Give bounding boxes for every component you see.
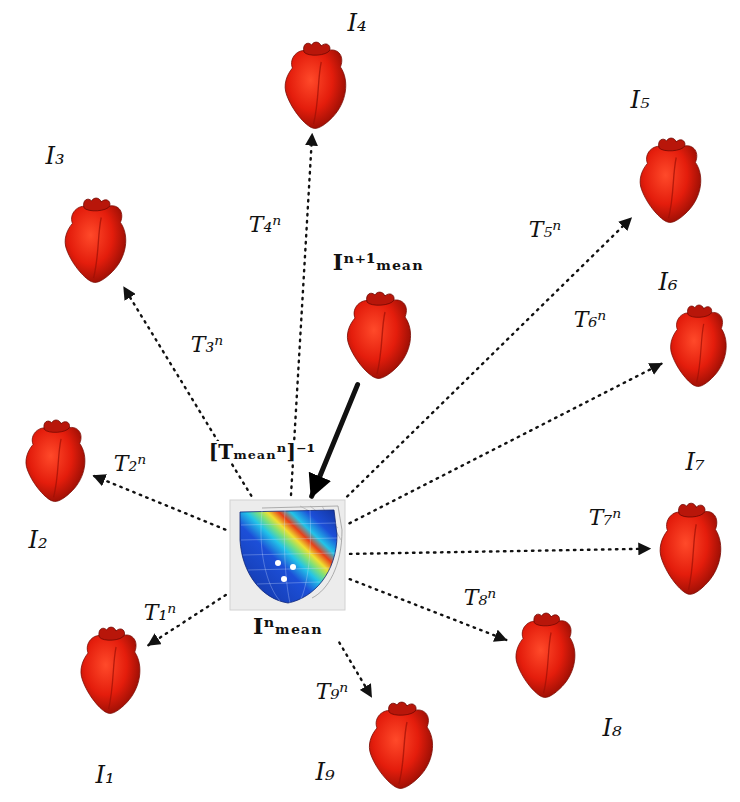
- heart-surface: [654, 501, 726, 596]
- heart-shape: [26, 422, 85, 501]
- transform-label: T₄ⁿ: [246, 213, 284, 237]
- heart-vessels: [388, 702, 416, 715]
- heart-vessels: [304, 42, 330, 55]
- heart-surface: [59, 196, 131, 284]
- heart-shape: [285, 45, 346, 128]
- heart-surface: [510, 611, 580, 699]
- heart-node: I₉: [363, 700, 438, 790]
- heart-surface: [634, 136, 706, 224]
- heart-node: I₅: [634, 136, 706, 224]
- heart-shape: [660, 506, 721, 594]
- image-label: I₁: [95, 762, 114, 788]
- image-label: Iⁿₘₑₐₙ: [230, 614, 345, 638]
- heart-shape: [347, 295, 410, 378]
- heart-surface: [341, 290, 416, 380]
- heart-shape: [369, 705, 432, 788]
- ventricle-mesh: [240, 510, 337, 603]
- heart-node: I₂: [20, 418, 90, 503]
- heart-node: I₈: [510, 611, 580, 699]
- transform-label: T₆ⁿ: [571, 308, 609, 332]
- heart-node: I₄: [279, 40, 351, 130]
- heart-node: I₇: [654, 501, 726, 596]
- heart-vessels: [659, 138, 685, 151]
- heart-groove: [669, 158, 677, 219]
- heart-groove: [54, 438, 61, 497]
- heart-groove: [689, 524, 697, 589]
- image-label: Iⁿ⁺¹ₘₑₐₙ: [333, 250, 423, 274]
- heart-groove: [399, 722, 407, 784]
- transform-label: [Tₘₑₐₙⁿ]⁻¹: [206, 441, 319, 463]
- heart-vessels: [534, 613, 560, 626]
- heart-node: I₁: [75, 625, 145, 715]
- landmark-dot: [290, 564, 296, 570]
- image-label: I₄: [347, 10, 366, 36]
- transform-arrow: [350, 579, 507, 640]
- image-label: I₇: [685, 449, 704, 475]
- heart-groove: [109, 647, 116, 709]
- image-label: I₈: [602, 715, 621, 741]
- heart-vessels: [84, 198, 110, 211]
- inverse-transform-arrow: [312, 385, 358, 497]
- heart-surface: [75, 625, 145, 715]
- image-label: I₃: [45, 143, 64, 169]
- heart-vessels: [688, 304, 712, 316]
- transform-label: T₉ⁿ: [313, 680, 351, 704]
- transform-label: T₈ⁿ: [461, 586, 499, 610]
- heart-vessels: [44, 419, 70, 431]
- heart-vessels: [99, 627, 125, 640]
- image-background: [230, 500, 345, 610]
- heart-groove: [697, 323, 704, 382]
- heart-shape: [81, 630, 140, 713]
- image-label: I₉: [315, 759, 334, 785]
- heart-surface: [363, 700, 438, 790]
- heart-node: I₆: [665, 303, 731, 388]
- heart-groove: [544, 633, 551, 694]
- connectors: [94, 134, 662, 697]
- heart-node: I₃: [59, 196, 131, 284]
- transform-arrow: [94, 476, 226, 530]
- heart-surface: [279, 40, 351, 130]
- transform-arrow: [350, 549, 650, 554]
- mean-image-node: Iⁿₘₑₐₙ: [230, 500, 345, 638]
- image-label: I₆: [658, 269, 677, 295]
- landmark-dot: [275, 560, 281, 566]
- image-label: I₂: [28, 527, 47, 553]
- transform-label: T₁ⁿ: [141, 601, 179, 625]
- heart-shape: [640, 141, 701, 223]
- heart-node: Iⁿ⁺¹ₘₑₐₙ: [341, 290, 416, 380]
- transform-arrow: [349, 364, 661, 524]
- mesh-grid: [241, 510, 337, 603]
- transform-label: T₇ⁿ: [586, 506, 624, 530]
- transform-label: T₅ⁿ: [526, 218, 564, 242]
- heart-shape: [516, 616, 575, 698]
- heart-surface: [20, 418, 90, 503]
- image-label: I₅: [630, 87, 649, 113]
- transform-label: T₃ⁿ: [188, 333, 226, 357]
- heart-shape: [671, 307, 727, 386]
- heart-vessels: [366, 292, 394, 305]
- mean-mesh-image: [230, 500, 345, 610]
- transform-label: T₂ⁿ: [111, 452, 149, 476]
- heart-groove: [314, 62, 322, 124]
- heart-groove: [377, 312, 385, 374]
- heart-surface: [665, 303, 731, 388]
- heart-shape: [65, 201, 126, 283]
- landmark-dot: [281, 576, 287, 582]
- heart-vessels: [679, 503, 705, 517]
- heart-groove: [94, 218, 102, 279]
